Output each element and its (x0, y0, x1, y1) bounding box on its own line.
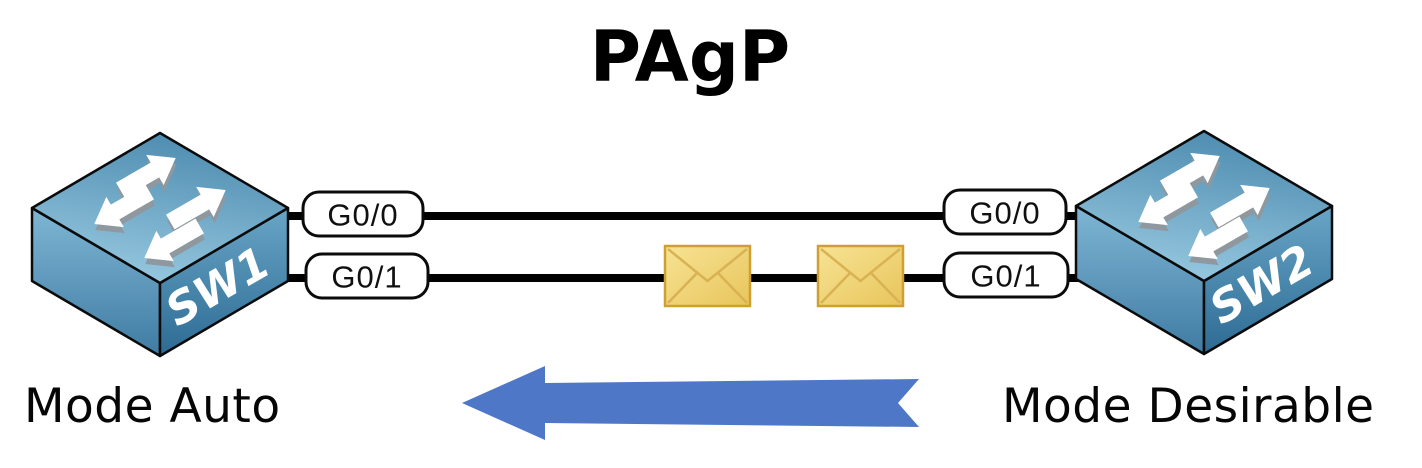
pagp-packet-envelope-icon (816, 244, 905, 308)
port-label-text: G0/0 (969, 196, 1040, 231)
sw1-port-top-label: G0/0 (301, 190, 425, 238)
port-label-box (304, 252, 430, 300)
pagp-packet-envelope-icon (663, 244, 752, 308)
sw2-switch-icon: SW2 (1076, 131, 1332, 354)
diagram-title: PAgP (589, 16, 791, 98)
port-label-text: G0/1 (970, 259, 1041, 294)
sw2-port-bottom-label: G0/1 (942, 251, 1070, 299)
port-label-box (942, 188, 1068, 236)
sw1-mode-label: Mode Auto (24, 379, 281, 434)
sw1-switch-icon: SW1 (32, 133, 288, 356)
port-label-box (301, 190, 425, 238)
sw1-port-bottom-label: G0/1 (304, 252, 430, 300)
port-label-text: G0/1 (331, 260, 402, 295)
sw2-mode-label: Mode Desirable (1002, 379, 1375, 434)
negotiation-direction-left-arrow-icon (462, 366, 919, 440)
port-label-box (942, 251, 1070, 299)
sw2-port-top-label: G0/0 (942, 188, 1068, 236)
port-label-text: G0/0 (327, 198, 398, 233)
